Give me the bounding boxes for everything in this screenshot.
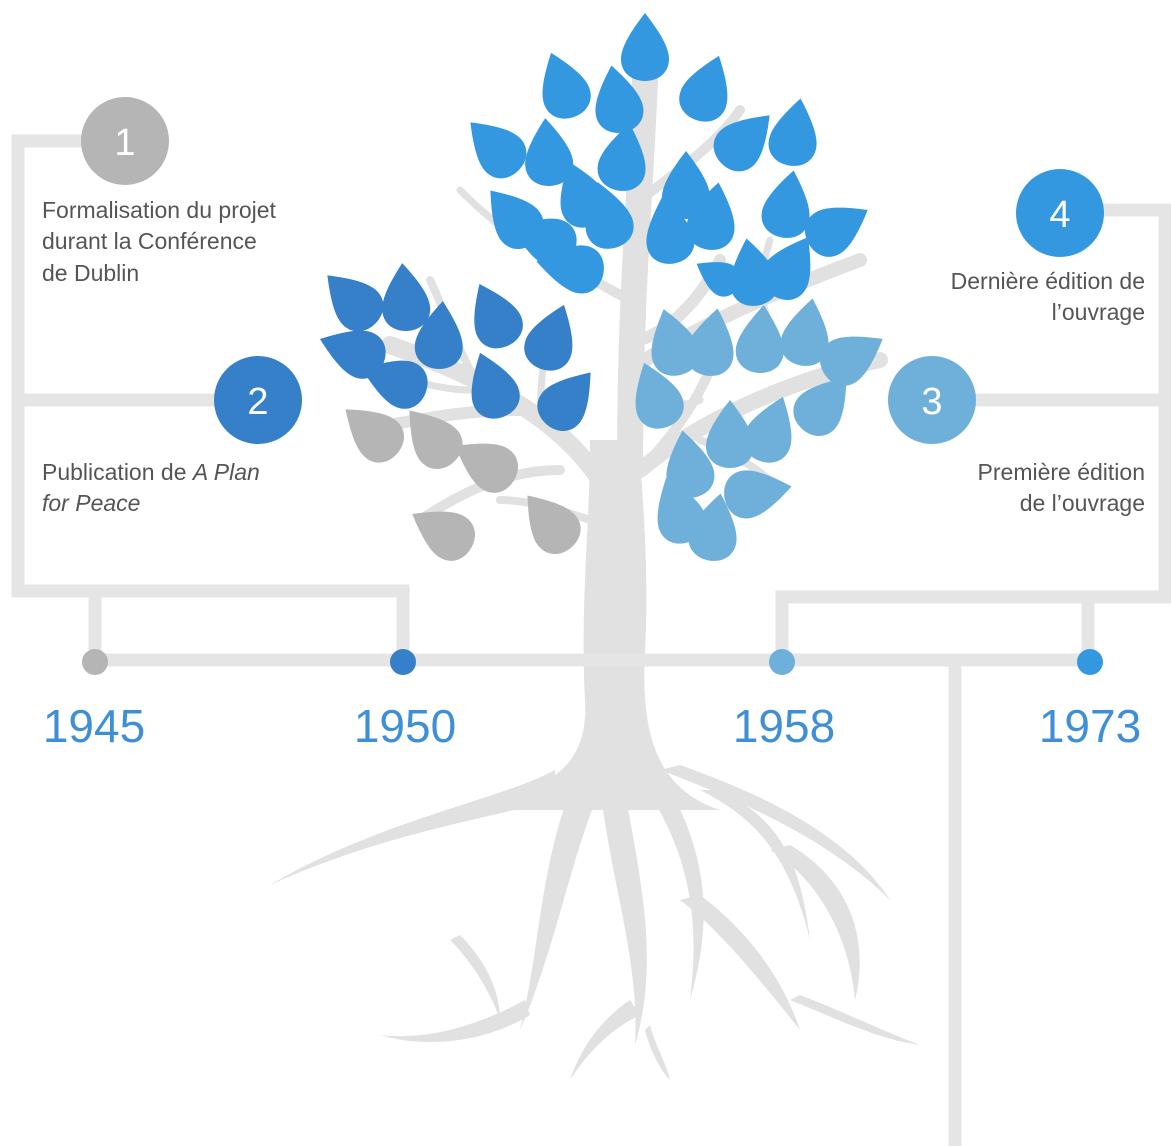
leaf <box>474 283 523 349</box>
tree-leaves <box>319 13 883 561</box>
badge-2: 2 <box>214 356 302 444</box>
leaf <box>537 372 591 432</box>
badge-4-number: 4 <box>1049 194 1070 236</box>
event-1-label-line-1: Formalisation du projet <box>42 197 276 223</box>
event-3-label-line-1: Première édition <box>977 459 1145 485</box>
dot-1950 <box>390 649 416 675</box>
tree-roots <box>270 765 920 1080</box>
badge-2-number: 2 <box>247 381 268 423</box>
dot-1958 <box>769 649 795 675</box>
badge-1: 1 <box>81 97 169 185</box>
leaf <box>646 196 695 264</box>
leaf <box>768 98 817 166</box>
timeline-frame <box>11 134 1171 1146</box>
event-3-label-line-2: de l’ouvrage <box>1019 490 1145 517</box>
leaf <box>585 182 634 249</box>
leaf <box>525 118 574 186</box>
leaf <box>471 352 520 419</box>
leaf <box>805 207 868 257</box>
badge-1-number: 1 <box>114 122 135 164</box>
left-frame-line <box>11 134 410 660</box>
event-2-label-prefix: Publication de <box>42 459 193 485</box>
dot-1973 <box>1077 649 1103 675</box>
badge-3-number: 3 <box>921 381 942 423</box>
leaf <box>414 301 463 369</box>
leaf <box>470 122 527 179</box>
year-1973: 1973 <box>1039 700 1141 752</box>
leaf <box>455 443 518 493</box>
event-2-label-line-1: Publication de A Plan <box>42 457 260 488</box>
leaf <box>706 400 754 468</box>
leaf <box>345 409 405 463</box>
leaf <box>595 65 644 133</box>
event-2-label-line-2: for Peace <box>42 488 260 519</box>
leaf <box>780 298 829 366</box>
leaf <box>713 115 770 172</box>
event-1-label-line-3: de Dublin <box>42 259 140 286</box>
leaf <box>542 52 591 119</box>
event-4-label-line-1: Dernière édition de <box>950 268 1145 294</box>
badge-4: 4 <box>1016 169 1104 257</box>
year-1958: 1958 <box>733 700 835 752</box>
leaf <box>382 263 431 331</box>
leaf <box>524 304 573 371</box>
year-labels: 1945 1950 1958 1973 <box>43 700 1141 752</box>
leaf <box>685 308 734 376</box>
event-1-label-line-2: durant la Conférence <box>42 228 257 255</box>
leaf <box>743 396 792 463</box>
event-4-label: Dernière édition de l’ouvrage <box>951 266 1145 329</box>
leaf <box>621 13 669 81</box>
leaf <box>686 182 735 250</box>
badge-3: 3 <box>888 356 976 444</box>
leaf <box>319 330 386 379</box>
leaf <box>409 410 463 470</box>
leaf <box>662 151 710 219</box>
event-3-label: Première édition de l’ouvrage <box>978 457 1145 520</box>
leaf <box>820 336 883 386</box>
event-2-label-title-part-2: for Peace <box>42 490 141 517</box>
timeline-dots <box>82 649 1103 675</box>
leaf <box>688 493 737 561</box>
right-frame-line <box>775 203 1171 660</box>
leaf <box>724 470 792 519</box>
year-1945: 1945 <box>43 700 145 752</box>
leaf <box>327 275 384 332</box>
event-2-label: Publication de A Plan for Peace <box>42 457 260 520</box>
leaf <box>527 495 581 555</box>
leaf <box>735 305 784 373</box>
leaf <box>761 170 810 238</box>
leaf <box>361 360 428 409</box>
dot-1945 <box>82 649 108 675</box>
leaf <box>536 245 604 294</box>
event-1-label: Formalisation du projet durant la Confér… <box>42 195 276 289</box>
leaf <box>666 430 715 498</box>
leaf <box>597 123 646 191</box>
year-1950: 1950 <box>354 700 456 752</box>
leaf <box>793 377 847 437</box>
leaf <box>635 362 684 429</box>
tree-trunk <box>470 440 720 810</box>
leaf <box>679 55 728 122</box>
leaf <box>696 262 741 297</box>
leaf <box>412 511 475 561</box>
event-4-label-line-2: l’ouvrage <box>1051 299 1145 326</box>
leaf <box>761 237 811 300</box>
event-2-label-title-part-1: A Plan <box>192 459 260 485</box>
